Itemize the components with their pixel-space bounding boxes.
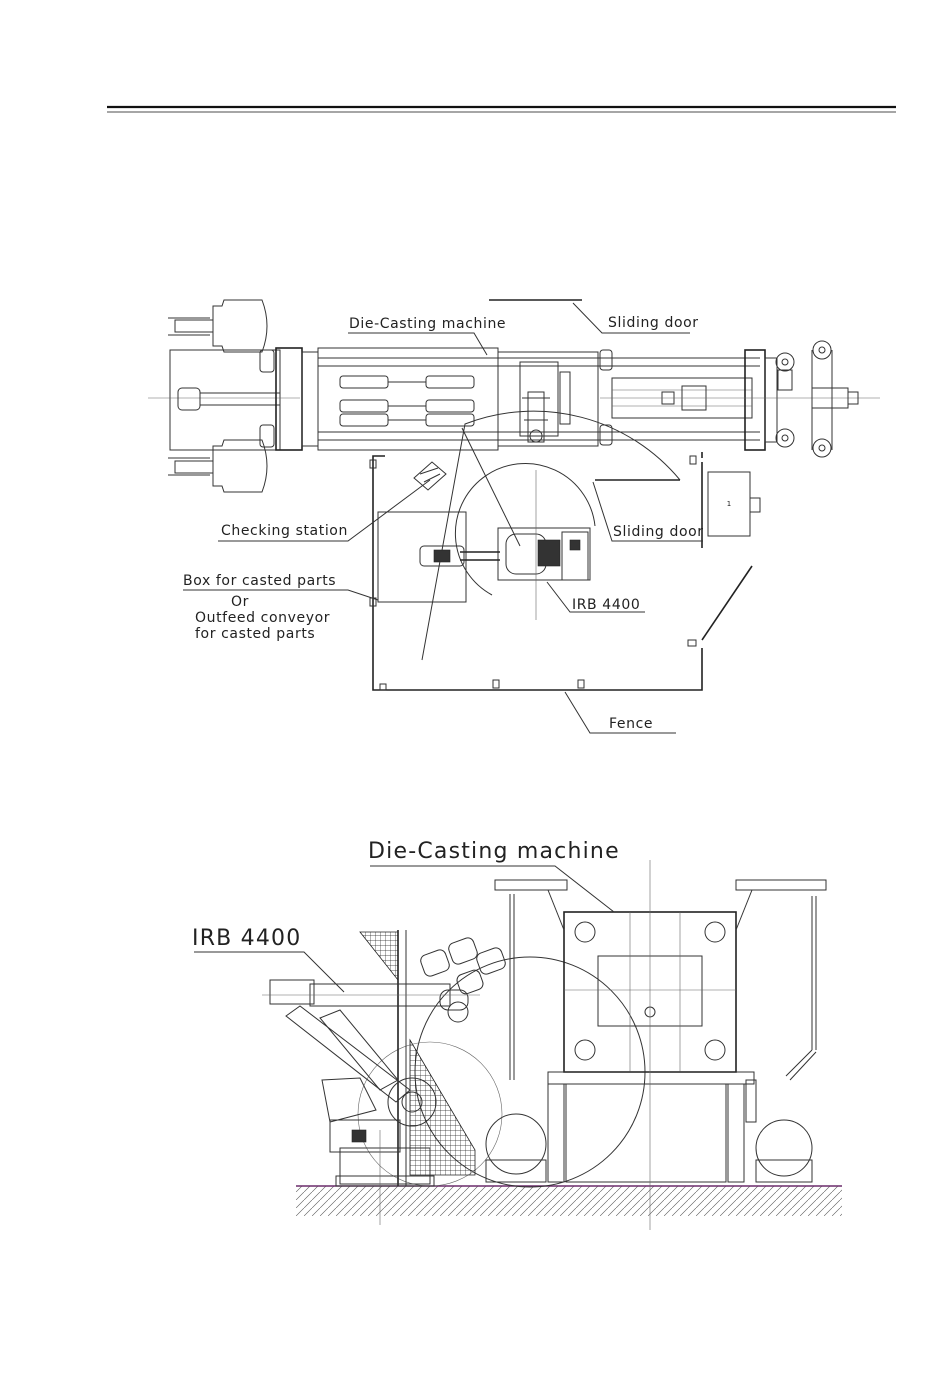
- label-fence: Fence: [609, 716, 653, 732]
- ground-hatch: [296, 1186, 842, 1216]
- checking-station-icon: [414, 462, 446, 490]
- label-sliding-door-top: Sliding door: [608, 315, 699, 331]
- label-box-line1: Box for casted parts: [183, 573, 336, 589]
- label-box-line4: for casted parts: [195, 626, 315, 642]
- svg-text:1: 1: [727, 500, 731, 508]
- header-rule: [107, 107, 896, 112]
- control-cabinet-icon: 1: [708, 472, 760, 536]
- label-box-line2: Or: [231, 594, 249, 610]
- label-irb-4400-top: IRB 4400: [572, 597, 640, 613]
- die-gripper-icon: [522, 392, 550, 442]
- label-die-casting-machine: Die-Casting machine: [349, 316, 506, 332]
- top-view-layout: 1 Die-Casting machine Sliding door Check…: [148, 300, 880, 733]
- robot-plan-icon: [420, 470, 590, 620]
- label-checking-station: Checking station: [221, 523, 348, 539]
- label-sliding-door-right: Sliding door: [613, 524, 704, 540]
- die-casting-machine-elevation: [486, 860, 826, 1230]
- die-casting-machine-plan: [148, 300, 880, 492]
- label-irb-4400-side: IRB 4400: [192, 926, 301, 951]
- side-view-elevation: Die-Casting machine IRB 4400: [192, 839, 842, 1230]
- casted-parts-icon: [419, 936, 507, 995]
- parts-box-plan: [378, 512, 466, 602]
- label-box-line3: Outfeed conveyor: [195, 610, 330, 626]
- label-die-casting-machine-side: Die-Casting machine: [368, 839, 620, 864]
- robot-base-arc: [455, 463, 595, 595]
